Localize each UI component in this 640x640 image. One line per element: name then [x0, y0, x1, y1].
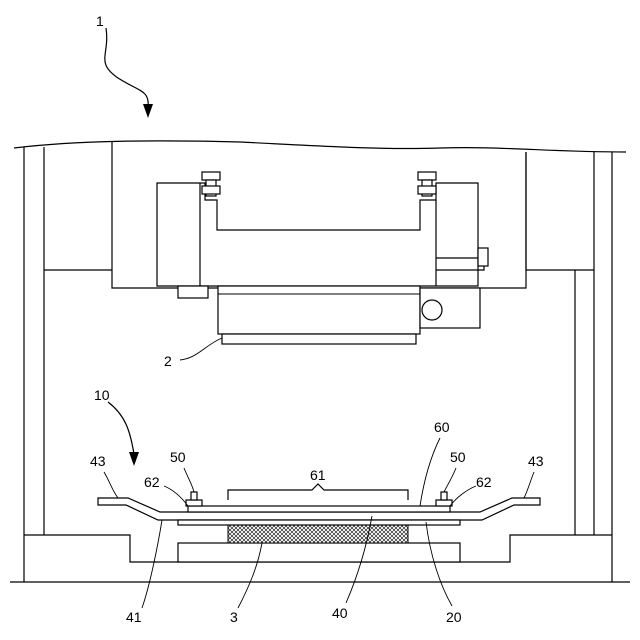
label-assembly: 10 — [94, 387, 110, 403]
label-clamp-left: 50 — [170, 449, 186, 465]
leader-20 — [426, 522, 452, 606]
leader-62-left — [164, 486, 188, 506]
arrowhead-1 — [143, 104, 153, 118]
label-heater: 3 — [230, 609, 238, 625]
side-knob — [478, 248, 488, 266]
lower-plate — [178, 520, 460, 525]
leader-43-right — [524, 472, 534, 498]
clamp-left — [186, 492, 202, 506]
label-sheet-span: 61 — [310, 467, 326, 483]
leader-41 — [142, 520, 162, 608]
label-curve: 41 — [126, 609, 142, 625]
screw-right — [418, 172, 436, 196]
label-wing-right: 43 — [528, 453, 544, 469]
frame-break-line — [14, 141, 626, 152]
frame-right-column — [526, 152, 612, 582]
label-pin-right: 62 — [476, 474, 492, 490]
leader-arrow-1 — [105, 28, 148, 108]
leader-50-right — [444, 468, 456, 492]
gauge-dial — [422, 300, 442, 320]
leader-62-right — [450, 486, 476, 506]
upper-mount — [157, 183, 478, 286]
label-upper-tool: 2 — [164, 353, 172, 369]
label-press-machine: 1 — [96, 13, 104, 29]
label-sheet: 60 — [434, 419, 450, 435]
leader-43-left — [104, 472, 118, 498]
sheet-60 — [188, 506, 450, 512]
bracket-61 — [228, 484, 408, 500]
label-lower-plate: 20 — [446, 609, 462, 625]
heater-block — [228, 524, 408, 543]
arrowhead-10 — [129, 452, 139, 466]
leader-60 — [420, 438, 440, 506]
clamp-right — [436, 492, 452, 506]
label-pin-left: 62 — [144, 474, 160, 490]
upper-tool-plate — [222, 334, 416, 344]
leader-2 — [180, 338, 222, 360]
label-clamp-right: 50 — [450, 449, 466, 465]
frame-left-column — [24, 147, 112, 535]
label-wing-left: 43 — [90, 453, 106, 469]
leader-arrow-10 — [108, 402, 134, 454]
label-support: 40 — [332, 605, 348, 621]
leader-50-left — [184, 468, 194, 492]
lower-pedestal — [178, 543, 460, 562]
upper-tool — [218, 286, 420, 334]
head-tab — [178, 286, 208, 298]
